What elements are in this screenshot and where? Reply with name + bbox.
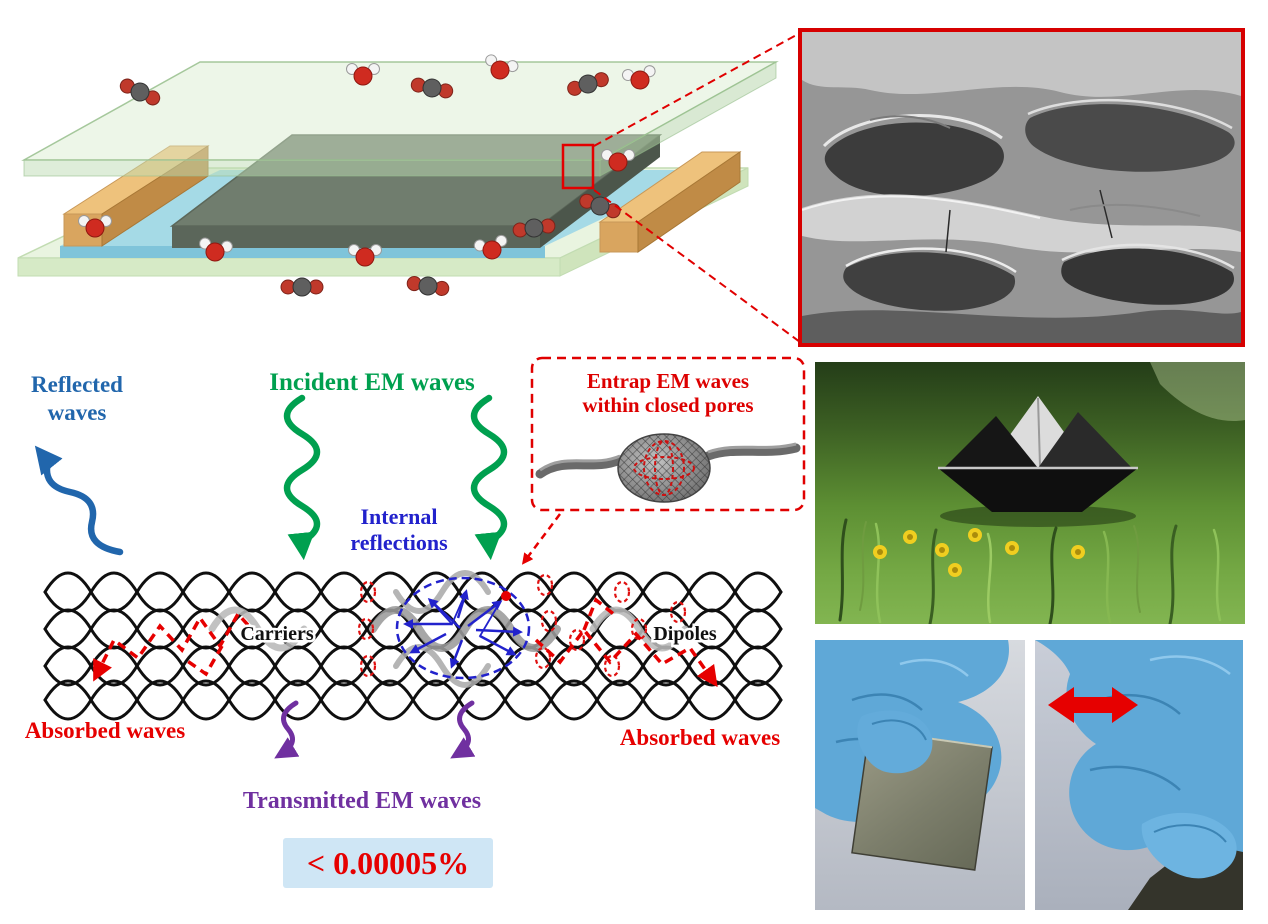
synthesis-schematic — [17, 53, 779, 300]
paper-boat — [938, 396, 1138, 512]
incident-wave-arrows — [283, 394, 508, 561]
grass-blades — [838, 518, 1222, 624]
reflected-label-line1: Reflected — [31, 372, 123, 397]
eddy-rings — [357, 573, 687, 678]
transmitted-label: Transmitted EM waves — [243, 788, 481, 814]
nanotube-pore-graphic — [535, 433, 801, 503]
right-spacer-bar — [598, 151, 742, 253]
entrap-label-line2: within closed pores — [582, 393, 753, 417]
transmittance-badge-bg — [283, 838, 493, 888]
internal-label-line2: reflections — [350, 530, 448, 555]
gray-strands — [208, 570, 689, 688]
reflected-wave-arrow — [34, 445, 124, 556]
absorbed-label-right: Absorbed waves — [620, 725, 780, 750]
flex-photos — [815, 640, 1243, 910]
entrap-label-line1: Entrap EM waves — [587, 369, 749, 393]
carriers-label: Carriers — [240, 623, 314, 645]
transmittance-value: < 0.00005% — [307, 845, 469, 881]
flexibility-arrow-icon — [1048, 687, 1138, 723]
em-wave-diagram: Entrap EM waves within closed pores Refl… — [25, 356, 806, 888]
co2-molecule-icon — [280, 277, 324, 297]
glove-right — [1035, 640, 1243, 868]
graphene-film-slab — [169, 134, 663, 248]
entrap-pointer-arrow — [521, 513, 561, 565]
zoom-connector-lines — [593, 32, 801, 343]
internal-label-line1: Internal — [361, 504, 438, 529]
transmitted-wave-arrows — [274, 700, 476, 759]
dipoles-label: Dipoles — [653, 623, 717, 645]
flex-photo-left — [815, 640, 1025, 910]
glove-finger — [1141, 812, 1237, 879]
sem-border — [798, 28, 1245, 347]
boat-shadow — [940, 505, 1136, 527]
co2-molecule-icon — [405, 272, 451, 300]
entrap-callout: Entrap EM waves within closed pores — [530, 356, 806, 512]
absorbed-label-left: Absorbed waves — [25, 718, 185, 743]
absorbed-wave-paths — [93, 597, 718, 688]
pore-dot — [501, 591, 511, 601]
reflected-label-line2: waves — [48, 400, 107, 425]
incident-label: Incident EM waves — [269, 369, 475, 396]
sem-image — [798, 28, 1245, 347]
zoom-region-box — [561, 143, 595, 190]
boat-photo — [815, 362, 1245, 624]
transmittance-badge: < 0.00005% — [283, 838, 493, 888]
flex-photo-right — [1035, 640, 1243, 910]
internal-reflections-zone — [395, 576, 531, 680]
top-glass-plate — [21, 61, 779, 177]
